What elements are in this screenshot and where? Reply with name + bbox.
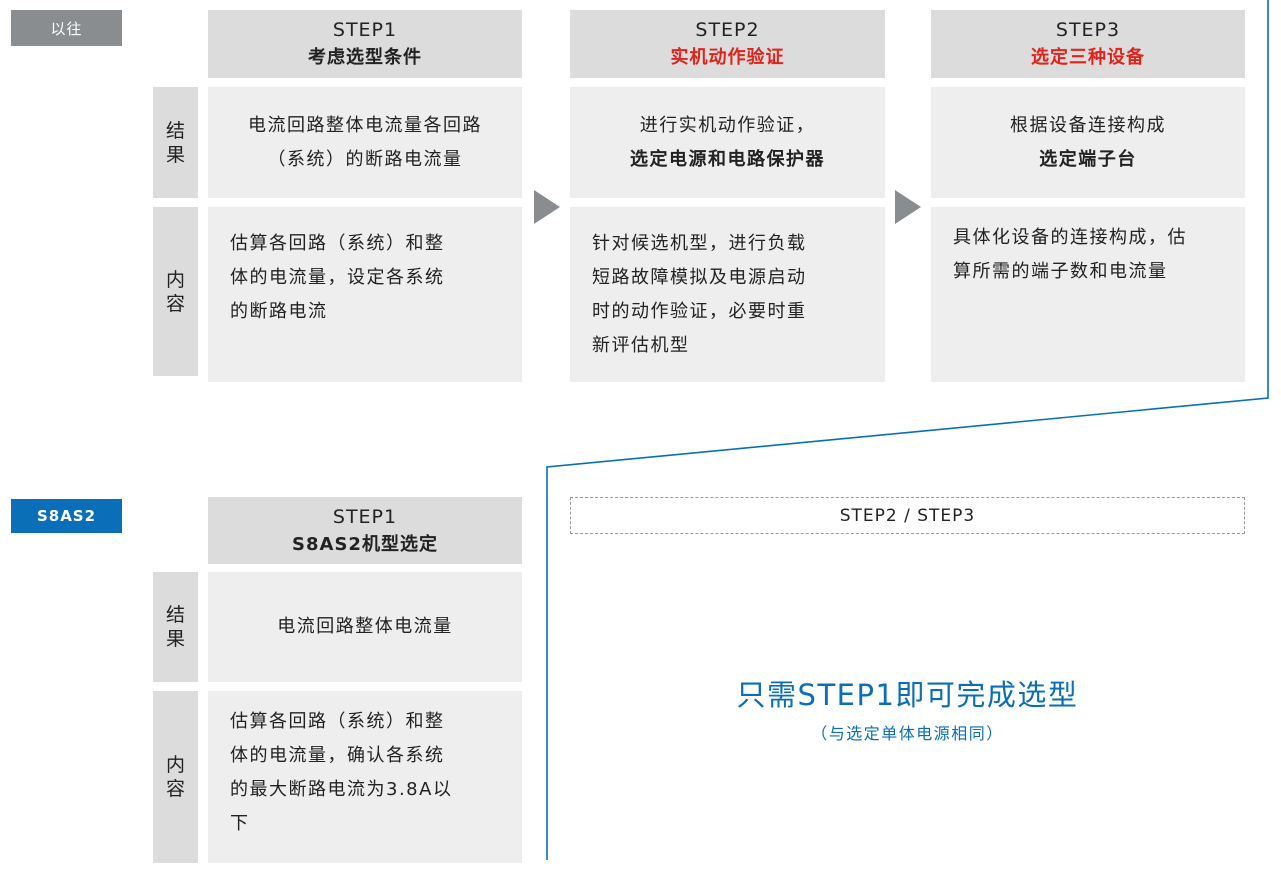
s8as2-step1-result: 电流回路整体电流量 (208, 572, 522, 682)
past-step1-result: 电流回路整体电流量各回路 （系统）的断路电流量 (208, 87, 522, 198)
s8as2-side-result: 结果 (153, 572, 198, 682)
past-step1-header: STEP1 考虑选型条件 (208, 10, 522, 78)
step-title: S8AS2机型选定 (292, 533, 438, 555)
step-title: 考虑选型条件 (308, 47, 422, 68)
step-number: STEP3 (1055, 19, 1121, 41)
s8as2-step1-content: 估算各回路（系统）和整 体的电流量，确认各系统 的最大断路电流为3.8A以 下 (208, 691, 522, 863)
past-step2-header: STEP2 实机动作验证 (570, 10, 885, 78)
past-step3-result: 根据设备连接构成 选定端子台 (931, 87, 1245, 198)
step-number: STEP1 (332, 19, 398, 41)
past-step3-header: STEP3 选定三种设备 (931, 10, 1245, 78)
s8as2-message: 只需STEP1即可完成选型 (736, 678, 1079, 712)
past-step2-result: 进行实机动作验证， 选定电源和电路保护器 (570, 87, 885, 198)
past-side-result: 结果 (153, 87, 198, 198)
step-title: 选定三种设备 (1031, 47, 1145, 68)
past-step1-content: 估算各回路（系统）和整 体的电流量，设定各系统 的断路电流 (208, 207, 522, 382)
step-number: STEP1 (332, 505, 398, 528)
past-step3-content: 具体化设备的连接构成，估 算所需的端子数和电流量 (931, 207, 1245, 382)
arrow-right-icon (895, 190, 921, 224)
s8as2-note: （与选定单体电源相同） (811, 724, 1004, 743)
step-title: 实机动作验证 (670, 47, 785, 68)
step2-step3-dashed-box: STEP2 / STEP3 (570, 497, 1245, 534)
past-step2-content: 针对候选机型，进行负载 短路故障模拟及电源启动 时的动作验证，必要时重 新评估机… (570, 207, 885, 382)
past-side-content: 内容 (153, 207, 198, 376)
past-tag: 以往 (11, 10, 122, 46)
s8as2-tag: S8AS2 (11, 499, 122, 533)
arrow-right-icon (534, 190, 560, 224)
s8as2-side-content: 内容 (153, 691, 198, 863)
step-number: STEP2 (695, 19, 760, 41)
s8as2-step1-header: STEP1 S8AS2机型选定 (208, 497, 522, 564)
